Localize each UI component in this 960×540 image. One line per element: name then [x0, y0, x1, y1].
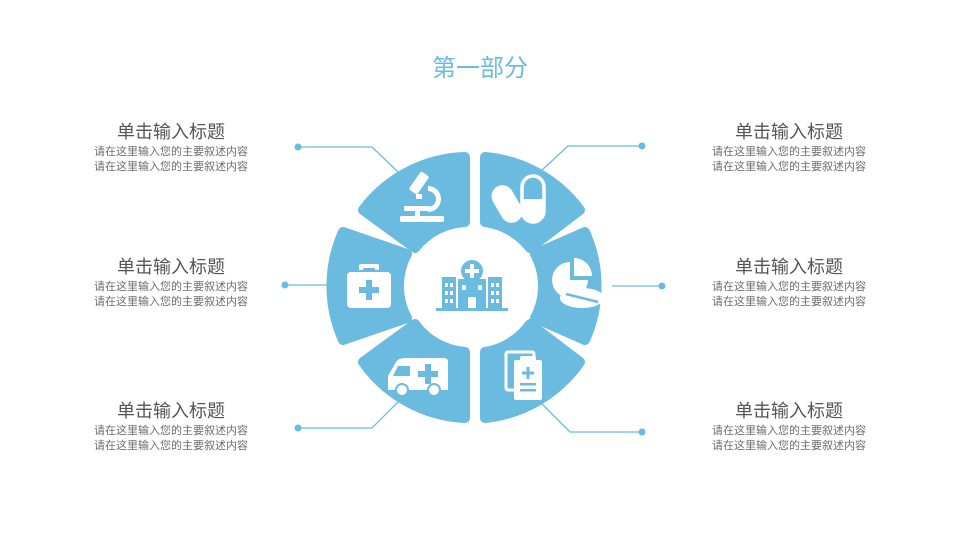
- item-top-right: 单击输入标题 请在这里输入您的主要叙述内容 请在这里输入您的主要叙述内容: [689, 122, 889, 174]
- connector-top-right: [541, 145, 642, 171]
- pie-tablet-icon: [552, 258, 604, 308]
- segment-top-left: [358, 152, 470, 253]
- item-title: 单击输入标题: [735, 401, 843, 422]
- item-bottom-left: 单击输入标题 请在这里输入您的主要叙述内容 请在这里输入您的主要叙述内容: [71, 401, 271, 453]
- item-desc: 请在这里输入您的主要叙述内容: [712, 439, 866, 452]
- microscope-icon: [400, 171, 444, 222]
- item-desc: 请在这里输入您的主要叙述内容: [94, 295, 248, 308]
- item-middle-left: 单击输入标题 请在这里输入您的主要叙述内容 请在这里输入您的主要叙述内容: [71, 257, 271, 309]
- item-title: 单击输入标题: [735, 257, 843, 278]
- item-title: 单击输入标题: [117, 401, 225, 422]
- item-middle-right: 单击输入标题 请在这里输入您的主要叙述内容 请在这里输入您的主要叙述内容: [689, 257, 889, 309]
- item-desc: 请在这里输入您的主要叙述内容: [94, 160, 248, 173]
- item-title: 单击输入标题: [117, 122, 225, 143]
- item-desc: 请在这里输入您的主要叙述内容: [94, 145, 248, 158]
- connector-bottom-right: [541, 403, 642, 433]
- clipboard-icon: [504, 350, 542, 400]
- item-desc: 请在这里输入您的主要叙述内容: [94, 424, 248, 437]
- connector-bottom-left: [298, 401, 399, 429]
- item-desc: 请在这里输入您的主要叙述内容: [712, 145, 866, 158]
- item-bottom-right: 单击输入标题 请在这里输入您的主要叙述内容 请在这里输入您的主要叙述内容: [689, 401, 889, 453]
- connector-top-left: [298, 146, 399, 173]
- item-desc: 请在这里输入您的主要叙述内容: [712, 424, 866, 437]
- connector-dots: [281, 142, 666, 436]
- page-title: 第一部分: [432, 54, 528, 82]
- first-aid-kit-icon: [347, 264, 391, 308]
- ambulance-icon: [388, 358, 448, 397]
- item-title: 单击输入标题: [735, 122, 843, 143]
- item-desc: 请在这里输入您的主要叙述内容: [94, 439, 248, 452]
- item-desc: 请在这里输入您的主要叙述内容: [712, 160, 866, 173]
- item-desc: 请在这里输入您的主要叙述内容: [94, 280, 248, 293]
- pills-icon: [491, 174, 546, 224]
- item-top-left: 单击输入标题 请在这里输入您的主要叙述内容 请在这里输入您的主要叙述内容: [71, 122, 271, 174]
- item-desc: 请在这里输入您的主要叙述内容: [712, 280, 866, 293]
- hospital-icon: [436, 260, 508, 311]
- item-title: 单击输入标题: [117, 257, 225, 278]
- item-desc: 请在这里输入您的主要叙述内容: [712, 295, 866, 308]
